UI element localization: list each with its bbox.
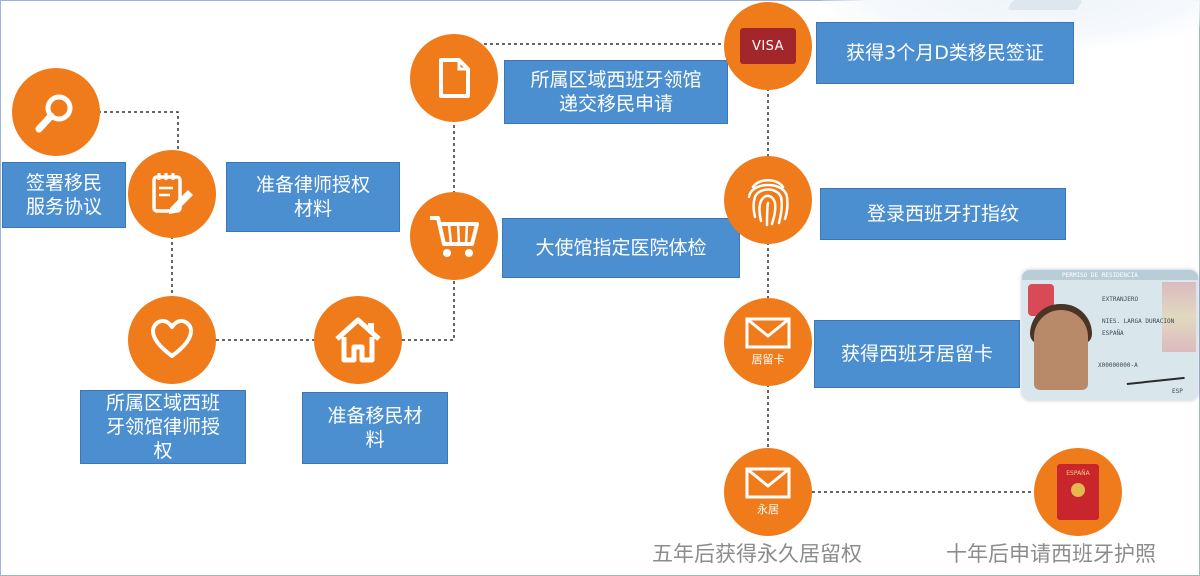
step-residence-circle: 居留卡: [724, 298, 812, 386]
step-cart-label: 大使馆指定医院体检: [502, 218, 740, 278]
card-number: X00000000-A: [1098, 362, 1138, 369]
heart-icon: [151, 319, 193, 358]
step-document-circle: [410, 34, 498, 122]
card-field-2: NIES. LARGA DURACION: [1102, 318, 1175, 325]
step-visa-circle: VISA: [724, 2, 812, 90]
step-search-circle: [12, 68, 100, 156]
step-passport-caption: 十年后申请西班牙护照: [946, 542, 1156, 566]
residence-card-image: PERMISO DE RESIDENCIA EXTRANJERO NIES. L…: [1022, 270, 1198, 400]
card-security-stripe: [1162, 282, 1196, 352]
envelope-icon: [745, 317, 791, 349]
step-cart-circle: [410, 192, 498, 280]
step-search-label: 签署移民 服务协议: [2, 162, 126, 228]
step-fingerprint-label: 登录西班牙打指纹: [820, 188, 1066, 240]
step-visa-label: 获得3个月D类移民签证: [816, 22, 1074, 84]
permanent-icon-label: 永居: [757, 503, 779, 516]
step-home-label: 准备移民材 料: [302, 392, 448, 464]
passport-icon: ESPAÑA: [1057, 464, 1099, 520]
search-icon: [35, 94, 73, 133]
step-fingerprint-circle: [724, 156, 812, 244]
step-document-label: 所属区域西班牙领馆 递交移民申请: [504, 60, 728, 124]
step-home-circle: [314, 296, 402, 384]
step-permanent-circle: 永居: [724, 448, 812, 536]
card-field-1: EXTRANJERO: [1102, 296, 1139, 303]
card-photo: [1034, 310, 1088, 390]
step-permanent-caption: 五年后获得永久居留权: [652, 542, 862, 566]
card-header-text: PERMISO DE RESIDENCIA: [1062, 272, 1138, 279]
connector-search-notepad: [98, 111, 179, 152]
card-field-3: ESPAÑA: [1102, 330, 1124, 337]
step-heart-label: 所属区域西班 牙领馆律师授 权: [80, 390, 246, 464]
residence-icon-label: 居留卡: [751, 353, 785, 366]
connector-home-cart: [402, 280, 455, 341]
visa-card-icon: VISA: [740, 28, 796, 64]
step-heart-circle: [128, 296, 216, 384]
step-passport-circle: ESPAÑA: [1034, 448, 1122, 536]
shopping-cart-icon: [430, 216, 479, 257]
step-residence-label: 获得西班牙居留卡: [814, 320, 1020, 388]
step-notepad-circle: [128, 150, 216, 238]
notepad-pencil-icon: [152, 173, 193, 214]
envelope-icon: [745, 467, 791, 499]
card-code: ESP: [1172, 388, 1183, 395]
step-notepad-label: 准备律师授权 材料: [226, 162, 400, 232]
document-icon: [439, 58, 470, 98]
home-icon: [335, 317, 381, 363]
fingerprint-icon: [747, 179, 789, 227]
card-header-strip: [1022, 270, 1198, 280]
